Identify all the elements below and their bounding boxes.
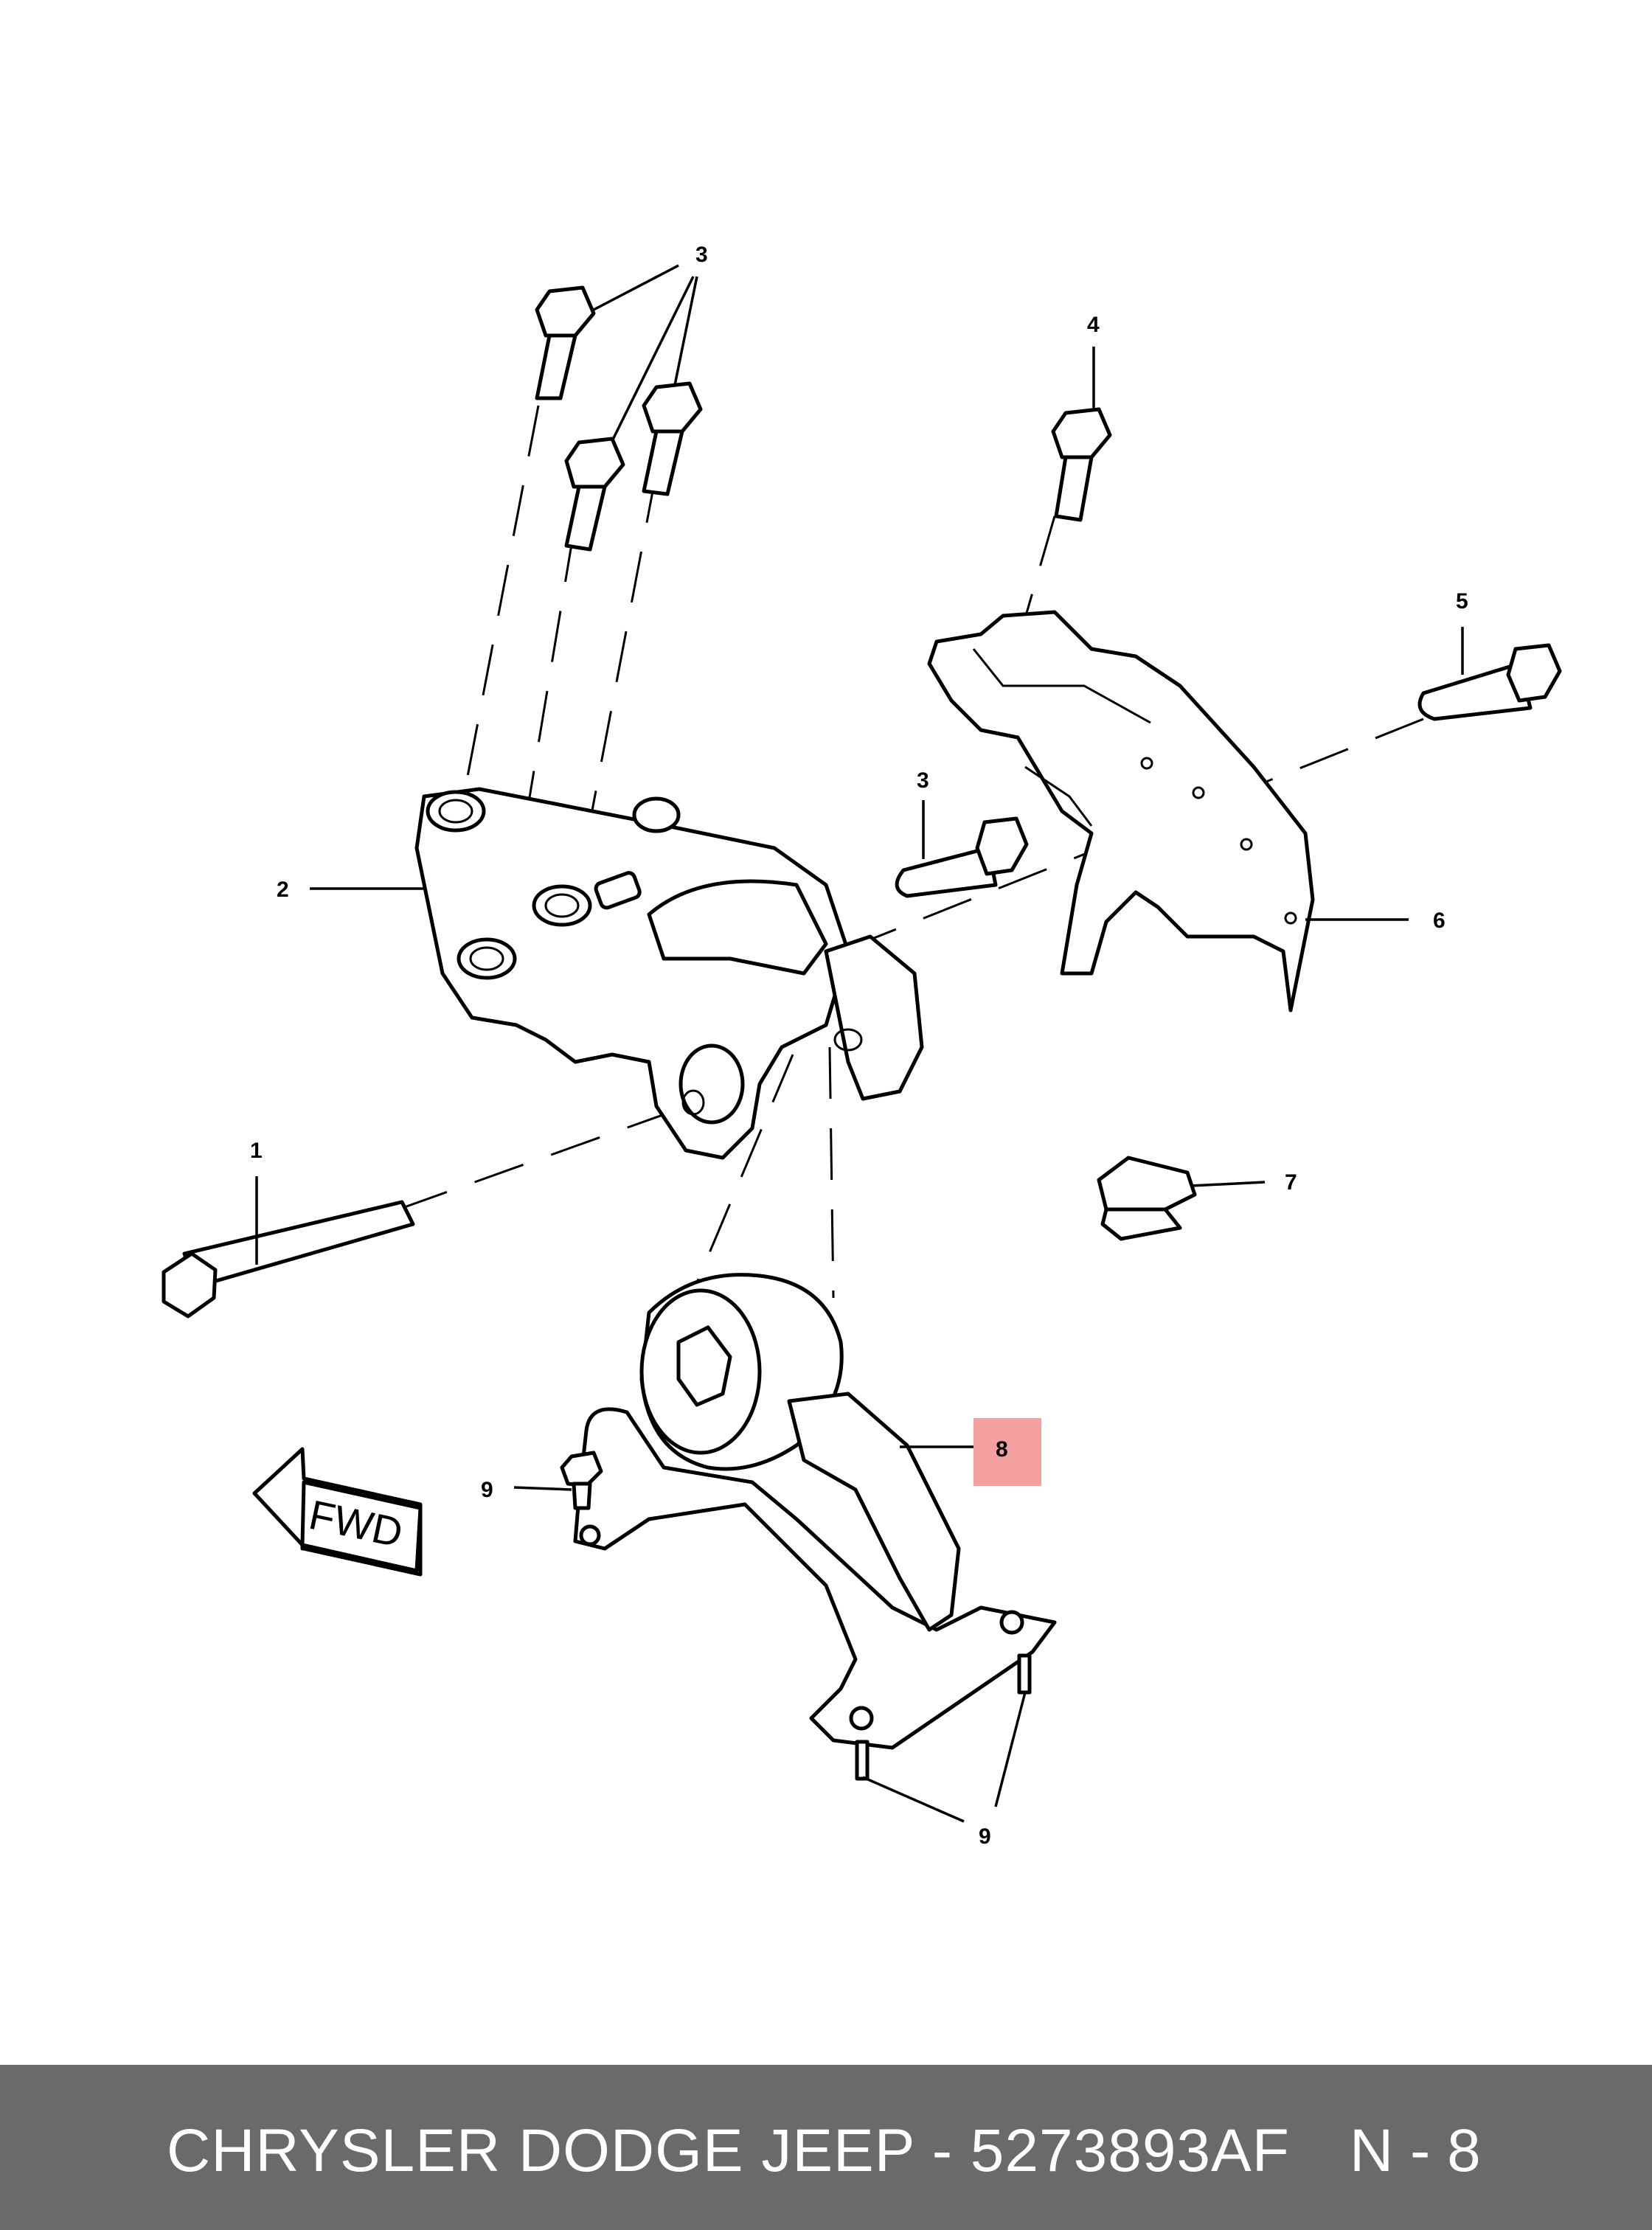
part-number-title: CHRYSLER DODGE JEEP - 5273893AF — [167, 2117, 1290, 2184]
bracket-2 — [414, 787, 924, 1160]
callout-4: 4 — [1087, 313, 1100, 337]
callout-3-mid: 3 — [917, 768, 929, 793]
exploded-parts-diagram: FWD 3 4 5 3 2 6 1 7 8 9 9 — [162, 243, 1562, 1849]
bolt-3-top-c — [642, 381, 703, 496]
engine-mount-8 — [573, 1273, 1057, 1750]
bolt-9-left — [560, 1451, 603, 1510]
heat-shield-6 — [927, 610, 1315, 1012]
bolt-3-top-a — [535, 285, 596, 400]
callout-2: 2 — [277, 878, 289, 902]
callout-8-highlight — [974, 1418, 1041, 1486]
callout-7: 7 — [1285, 1170, 1297, 1195]
bolt-5 — [1417, 643, 1562, 721]
callout-9-left: 9 — [481, 1478, 493, 1502]
bolt-9-bottom-b — [1017, 1653, 1032, 1695]
bolt-1 — [162, 1200, 415, 1319]
bolt-4 — [1051, 407, 1112, 522]
fwd-arrow: FWD — [252, 1447, 423, 1577]
leader-lines — [255, 264, 1464, 1823]
bolt-3-mid — [895, 816, 1029, 898]
page-reference: N - 8 — [1350, 2117, 1481, 2184]
bolt-9-bottom-a — [855, 1740, 870, 1781]
callout-1: 1 — [250, 1139, 263, 1163]
clip-7 — [1097, 1156, 1197, 1241]
callout-5: 5 — [1456, 589, 1468, 614]
callout-8: 8 — [996, 1437, 1008, 1462]
bolt-3-top-b — [564, 437, 625, 552]
callout-3-top: 3 — [695, 243, 708, 267]
callout-6: 6 — [1433, 909, 1446, 933]
callout-9-bottom: 9 — [979, 1824, 991, 1849]
footer-bar: CHRYSLER DODGE JEEP - 5273893AF N - 8 — [0, 2065, 1652, 2230]
